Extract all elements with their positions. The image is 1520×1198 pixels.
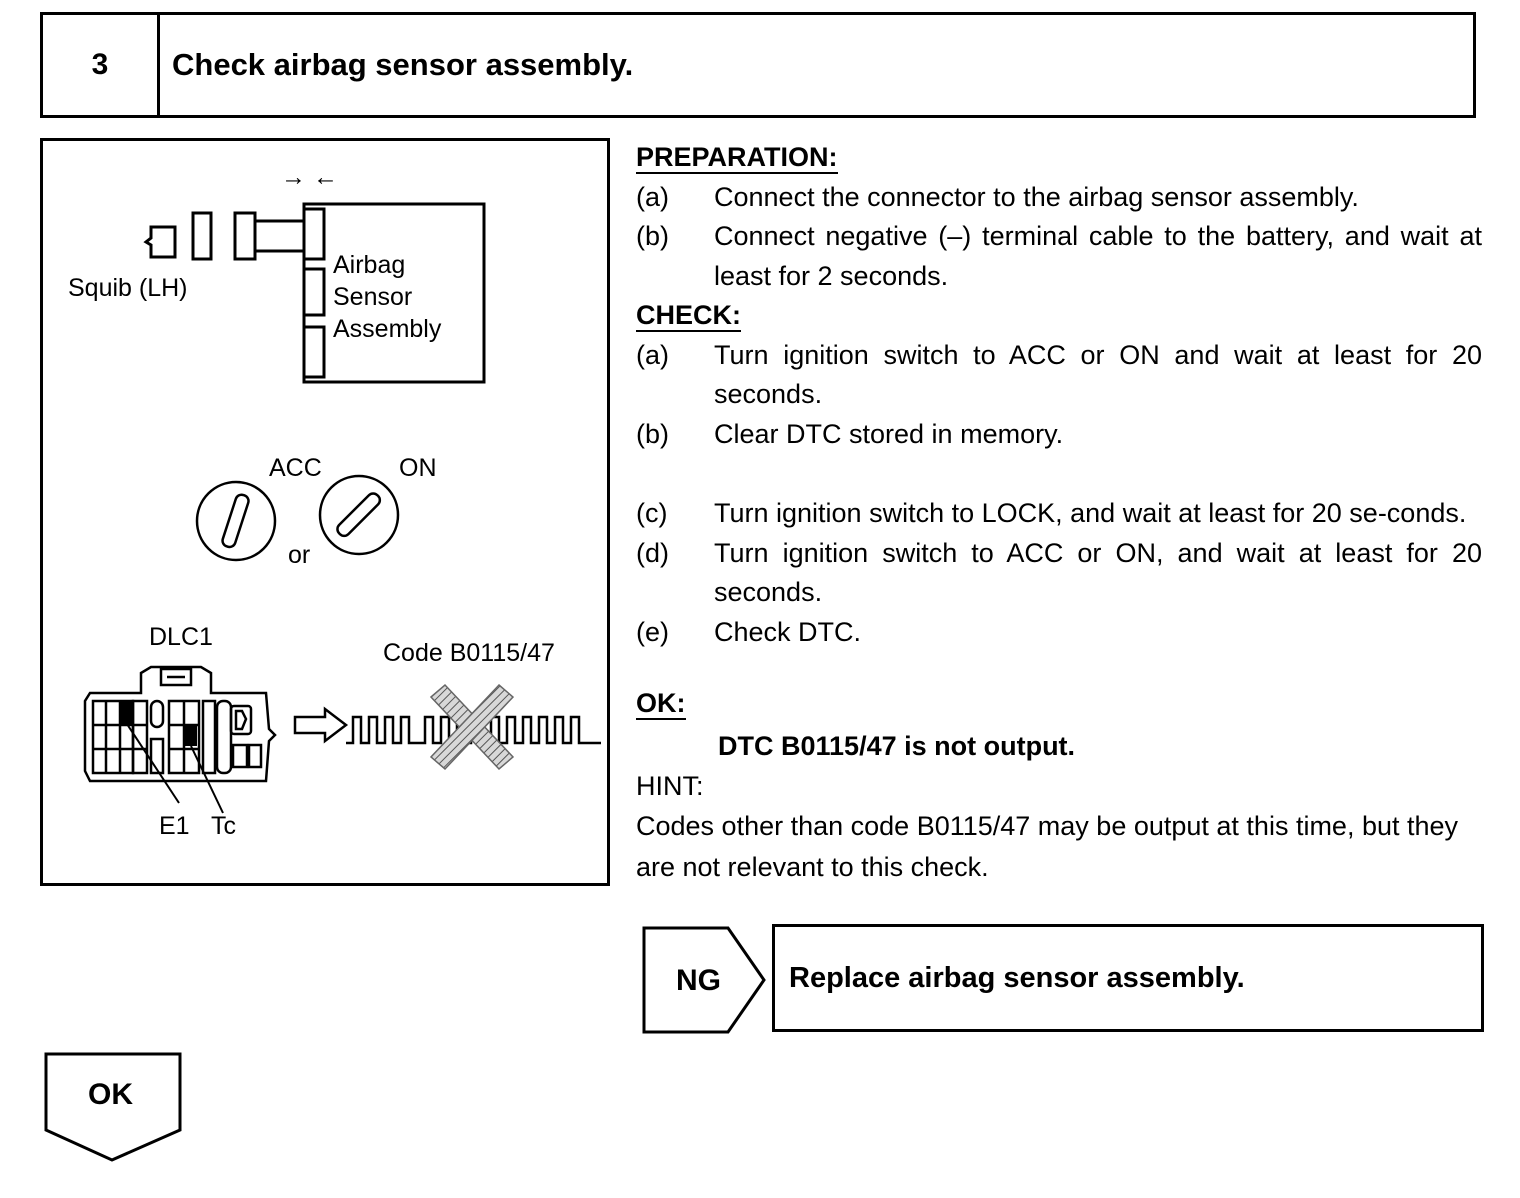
check-item-c: (c) Turn ignition switch to LOCK, and wa…: [636, 494, 1482, 534]
check-item-a: (a) Turn ignition switch to ACC or ON an…: [636, 336, 1482, 415]
item-letter: (c): [636, 498, 668, 528]
squib-connector: [143, 211, 303, 261]
preparation-item-b: (b) Connect negative (–) terminal cable …: [636, 217, 1482, 296]
ng-label: NG: [676, 964, 721, 997]
e1-label: E1: [159, 812, 190, 840]
acc-label: ACC: [269, 454, 322, 482]
ok-branch-label: OK: [88, 1078, 133, 1111]
item-text: Check DTC.: [714, 616, 862, 647]
tc-terminal: [185, 724, 197, 746]
cross-out-mark: [429, 683, 515, 771]
dlc1-label: DLC1: [149, 623, 213, 651]
item-text: Turn ignition switch to ACC or ON, and w…: [714, 537, 1482, 608]
dlc1-connector: [83, 665, 277, 783]
tc-label: Tc: [211, 812, 236, 840]
connect-arrows-label: → ←: [281, 163, 338, 191]
hint-label: HINT:: [636, 770, 704, 801]
output-arrow: [293, 706, 349, 744]
step-header: 3 Check airbag sensor assembly.: [40, 12, 1476, 118]
or-label: or: [288, 541, 311, 569]
item-letter: (a): [636, 181, 669, 212]
on-label: ON: [399, 454, 437, 482]
ng-action-box: Replace airbag sensor assembly.: [772, 924, 1484, 1032]
item-text: Clear DTC stored in memory.: [714, 418, 1064, 449]
hint-text: Codes other than code B0115/47 may be ou…: [636, 810, 1459, 882]
step-number: 3: [43, 15, 160, 115]
step-title: Check airbag sensor assembly.: [172, 47, 634, 82]
ng-arrow-shape: [642, 926, 766, 1034]
preparation-heading: PREPARATION:: [636, 142, 838, 174]
check-item-b: (b) Clear DTC stored in memory.: [636, 415, 1482, 455]
ignition-switch-on: [318, 474, 400, 556]
sensor-label-line-1: Airbag: [333, 251, 406, 279]
e1-terminal: [121, 702, 133, 724]
spacer: [636, 454, 1482, 494]
ok-result: DTC B0115/47 is not output.: [718, 730, 1076, 761]
squib-label: Squib (LH): [68, 274, 188, 302]
item-letter: (b): [636, 221, 669, 251]
terminal-leaders: [126, 723, 224, 814]
sensor-label-line-3: Assembly: [333, 315, 442, 343]
preparation-item-a: (a) Connect the connector to the airbag …: [636, 178, 1482, 218]
check-item-e: (e) Check DTC.: [636, 613, 1482, 653]
illustration: → ← Squib (LH) Airbag Sensor Assembly AC…: [40, 138, 610, 886]
ok-heading: OK:: [636, 688, 686, 720]
item-text: Connect negative (–) terminal cable to t…: [714, 221, 1482, 291]
item-letter: (e): [636, 616, 669, 647]
airbag-sensor-assembly: [302, 202, 486, 384]
ok-arrow-shape: [44, 1052, 182, 1162]
code-label: Code B0115/47: [383, 639, 555, 667]
sensor-label-line-2: Sensor: [333, 283, 413, 311]
item-letter: (b): [636, 418, 669, 449]
illustration-drawing: [83, 202, 601, 814]
procedure-text: PREPARATION: (a) Connect the connector t…: [636, 138, 1482, 888]
item-text: Connect the connector to the airbag sens…: [714, 181, 1359, 212]
item-text: Turn ignition switch to LOCK, and wait a…: [714, 498, 1467, 528]
item-letter: (a): [636, 339, 669, 370]
check-heading: CHECK:: [636, 300, 741, 332]
ignition-switch-acc: [195, 480, 277, 562]
item-letter: (d): [636, 537, 669, 568]
item-text: Turn ignition switch to ACC or ON and wa…: [714, 339, 1482, 410]
check-item-d: (d) Turn ignition switch to ACC or ON, a…: [636, 534, 1482, 613]
